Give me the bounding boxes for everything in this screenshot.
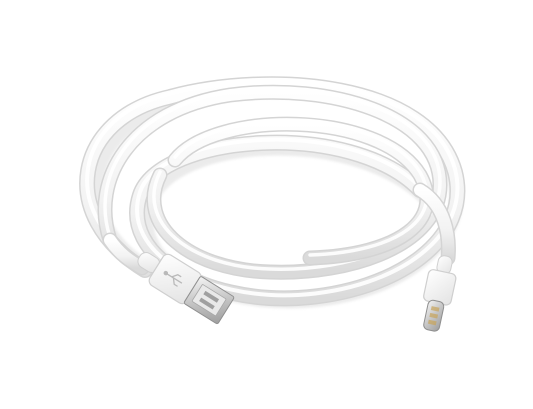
usb-logo-icon [163, 270, 183, 287]
usb-a-connector [137, 252, 235, 325]
lightning-connector [423, 255, 457, 332]
cable-coils [79, 76, 466, 307]
